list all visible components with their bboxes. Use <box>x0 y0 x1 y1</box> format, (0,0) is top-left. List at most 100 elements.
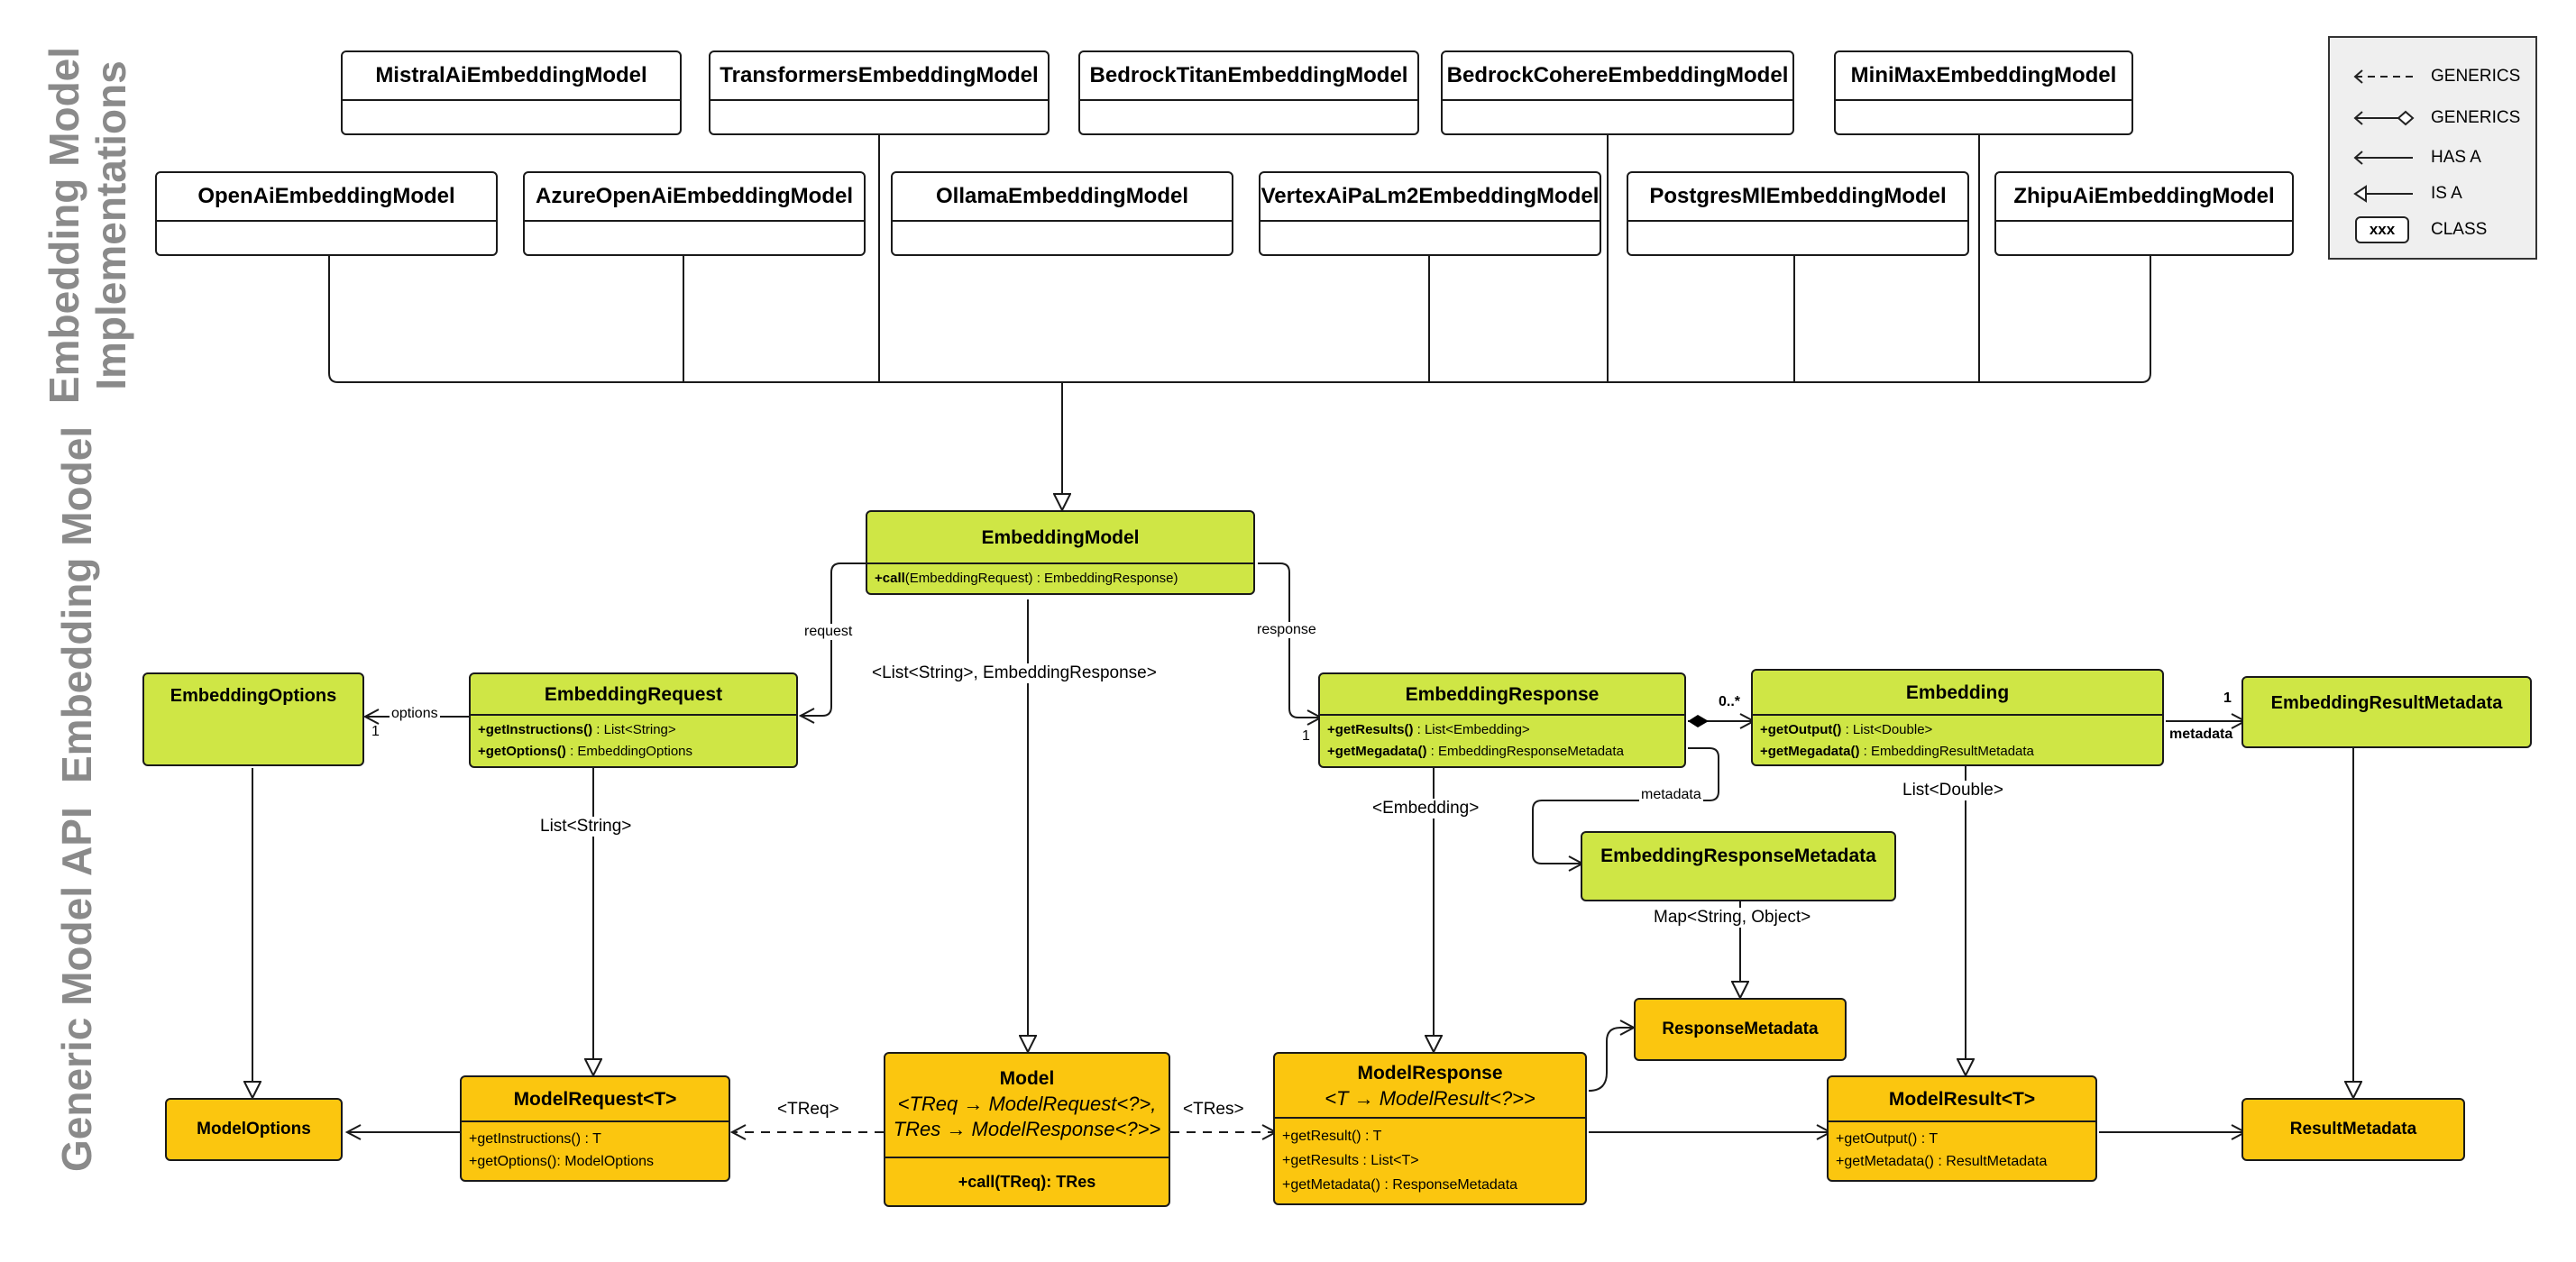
class-vertex-ai-palm2-embedding-model[interactable]: VertexAiPaLm2EmbeddingModel <box>1259 171 1601 256</box>
legend-row: xxx CLASS <box>2330 216 2535 243</box>
treq-label: <TReq> <box>775 1100 841 1120</box>
class-embedding-options[interactable]: EmbeddingOptions <box>142 672 364 766</box>
method-name: +getInstructions() <box>478 722 593 737</box>
method-name: +getMegadata() <box>1327 744 1427 759</box>
class-name: ModelResult<T> <box>1829 1077 2095 1122</box>
result-metadata-multiplicity: 1 <box>2223 690 2232 706</box>
class-transformers-embedding-model[interactable]: TransformersEmbeddingModel <box>709 50 1050 135</box>
class-name: OpenAiEmbeddingModel <box>157 173 496 222</box>
class-name: ZhipuAiEmbeddingModel <box>1996 173 2292 222</box>
class-model-result[interactable]: ModelResult<T> +getOutput() : T +getMeta… <box>1827 1075 2097 1182</box>
class-methods: +getInstructions() : List<String> +getOp… <box>471 716 796 766</box>
class-openai-embedding-model[interactable]: OpenAiEmbeddingModel <box>155 171 498 256</box>
method-row: +getResults : List<T> <box>1282 1153 1419 1168</box>
list-double-label: List<Double> <box>1901 781 2005 800</box>
class-result-metadata[interactable]: ResultMetadata <box>2241 1098 2465 1161</box>
class-bedrock-cohere-embedding-model[interactable]: BedrockCohereEmbeddingModel <box>1441 50 1794 135</box>
method-row: +getMegadata() : EmbeddingResultMetadata <box>1760 741 2155 763</box>
class-name: MiniMaxEmbeddingModel <box>1836 52 2131 101</box>
generic-params-line2: TRes → ModelResponse<?>> <box>893 1118 1161 1140</box>
method-signature: (EmbeddingRequest) : EmbeddingResponse) <box>904 571 1178 586</box>
generic-params: <T → ModelResult<?>> <box>1325 1087 1536 1110</box>
method-row: +getMegadata() : EmbeddingResponseMetada… <box>1327 741 1677 763</box>
class-embedding-model[interactable]: EmbeddingModel +call(EmbeddingRequest) :… <box>866 510 1255 595</box>
legend-label: HAS A <box>2431 148 2481 167</box>
method-row: +getMetadata() : ResponseMetadata <box>1282 1177 1518 1193</box>
class-name: ModelOptions <box>197 1120 311 1139</box>
class-embedding-result-metadata[interactable]: EmbeddingResultMetadata <box>2241 676 2532 748</box>
class-azure-openai-embedding-model[interactable]: AzureOpenAiEmbeddingModel <box>523 171 866 256</box>
open-arrow-icon <box>2353 151 2413 165</box>
class-model-response[interactable]: ModelResponse <T → ModelResult<?>> +getR… <box>1273 1052 1587 1205</box>
class-model-options[interactable]: ModelOptions <box>165 1098 343 1161</box>
generic-params-line1: <TReq → ModelRequest<?>, <box>897 1093 1157 1115</box>
method-row: +getResults() : List<Embedding> <box>1327 719 1677 741</box>
method-signature: : List<String> <box>592 722 676 737</box>
class-name: ModelRequest<T> <box>462 1077 729 1122</box>
diamond-arrow-icon <box>2353 110 2415 126</box>
class-zhipu-ai-embedding-model[interactable]: ZhipuAiEmbeddingModel <box>1994 171 2294 256</box>
class-name-block: Model <TReq → ModelRequest<?>, TRes → Mo… <box>885 1054 1169 1158</box>
class-embedding[interactable]: Embedding +getOutput() : List<Double> +g… <box>1751 669 2164 766</box>
class-postgres-ml-embedding-model[interactable]: PostgresMlEmbeddingModel <box>1627 171 1969 256</box>
class-name: AzureOpenAiEmbeddingModel <box>525 173 864 222</box>
result-metadata-label: metadata <box>2169 727 2233 742</box>
class-name: ModelResponse <box>1357 1063 1503 1084</box>
response-multiplicity: 1 <box>1302 728 1310 744</box>
class-bedrock-titan-embedding-model[interactable]: BedrockTitanEmbeddingModel <box>1078 50 1419 135</box>
legend-label: CLASS <box>2431 220 2488 239</box>
tres-label: <TRes> <box>1181 1100 1246 1120</box>
class-methods: +getInstructions() : T +getOptions(): Mo… <box>462 1122 729 1178</box>
method-row: +getInstructions() : List<String> <box>478 719 789 741</box>
class-name-block: ModelResponse <T → ModelResult<?>> <box>1275 1054 1585 1119</box>
class-name: Model <box>999 1068 1055 1089</box>
legend-label: GENERICS <box>2431 108 2521 127</box>
class-box-icon: xxx <box>2355 216 2409 243</box>
class-model[interactable]: Model <TReq → ModelRequest<?>, TRes → Mo… <box>884 1052 1170 1207</box>
method-row: +getOutput() : T <box>1836 1131 1939 1147</box>
class-name: EmbeddingResultMetadata <box>2270 693 2503 713</box>
method-row: +getInstructions() : T <box>469 1131 601 1147</box>
legend-label: GENERICS <box>2431 67 2521 86</box>
class-response-metadata[interactable]: ResponseMetadata <box>1634 998 1847 1061</box>
method-signature: : List<Double> <box>1841 722 1933 737</box>
class-name: OllamaEmbeddingModel <box>893 173 1232 222</box>
method-name: +call <box>875 571 905 586</box>
method-row: +getOptions() : EmbeddingOptions <box>478 741 789 763</box>
method-name: +getMegadata() <box>1760 744 1860 759</box>
legend: GENERICS GENERICS HAS A IS A xxx CLASS <box>2328 36 2537 260</box>
class-name: TransformersEmbeddingModel <box>710 52 1048 101</box>
method-name: +getOptions() <box>478 744 566 759</box>
embedding-generic-label: <Embedding> <box>1371 799 1481 818</box>
results-multiplicity: 0..* <box>1719 694 1741 709</box>
class-ollama-embedding-model[interactable]: OllamaEmbeddingModel <box>891 171 1233 256</box>
class-embedding-response[interactable]: EmbeddingResponse +getResults() : List<E… <box>1318 672 1686 768</box>
dashed-arrow-icon <box>2353 69 2413 84</box>
class-name: BedrockCohereEmbeddingModel <box>1443 52 1792 101</box>
map-string-object-label: Map<String, Object> <box>1652 908 1813 928</box>
section-title-implementations: Embedding Model Implementations <box>41 46 134 405</box>
class-minimax-embedding-model[interactable]: MiniMaxEmbeddingModel <box>1834 50 2133 135</box>
class-methods: +getOutput() : T +getMetadata() : Result… <box>1829 1122 2095 1178</box>
class-name: PostgresMlEmbeddingModel <box>1628 173 1967 222</box>
response-metadata-connector <box>1532 747 1719 864</box>
class-embedding-response-metadata[interactable]: EmbeddingResponseMetadata <box>1581 831 1896 901</box>
method-signature: : List<Embedding> <box>1413 722 1530 737</box>
legend-row: HAS A <box>2330 144 2535 171</box>
method-row: +getOutput() : List<Double> <box>1760 719 2155 741</box>
class-name: EmbeddingModel <box>867 512 1253 564</box>
method-row: +call(TReq): TRes <box>958 1173 1096 1191</box>
class-name: MistralAiEmbeddingModel <box>343 52 680 101</box>
method-signature: : EmbeddingResponseMetadata <box>1426 744 1624 759</box>
response-metadata-label: metadata <box>1639 787 1703 803</box>
class-name: ResponseMetadata <box>1662 1020 1819 1038</box>
class-mistral-ai-embedding-model[interactable]: MistralAiEmbeddingModel <box>341 50 682 135</box>
class-name: EmbeddingResponseMetadata <box>1600 846 1876 866</box>
request-label: request <box>802 624 855 640</box>
class-name: VertexAiPaLm2EmbeddingModel <box>1260 173 1600 222</box>
class-embedding-request[interactable]: EmbeddingRequest +getInstructions() : Li… <box>469 672 798 768</box>
class-model-request[interactable]: ModelRequest<T> +getInstructions() : T +… <box>460 1075 730 1182</box>
legend-row: GENERICS <box>2330 105 2535 132</box>
model-response-metadata-connector <box>1588 1028 1634 1092</box>
options-multiplicity: 1 <box>371 724 380 739</box>
